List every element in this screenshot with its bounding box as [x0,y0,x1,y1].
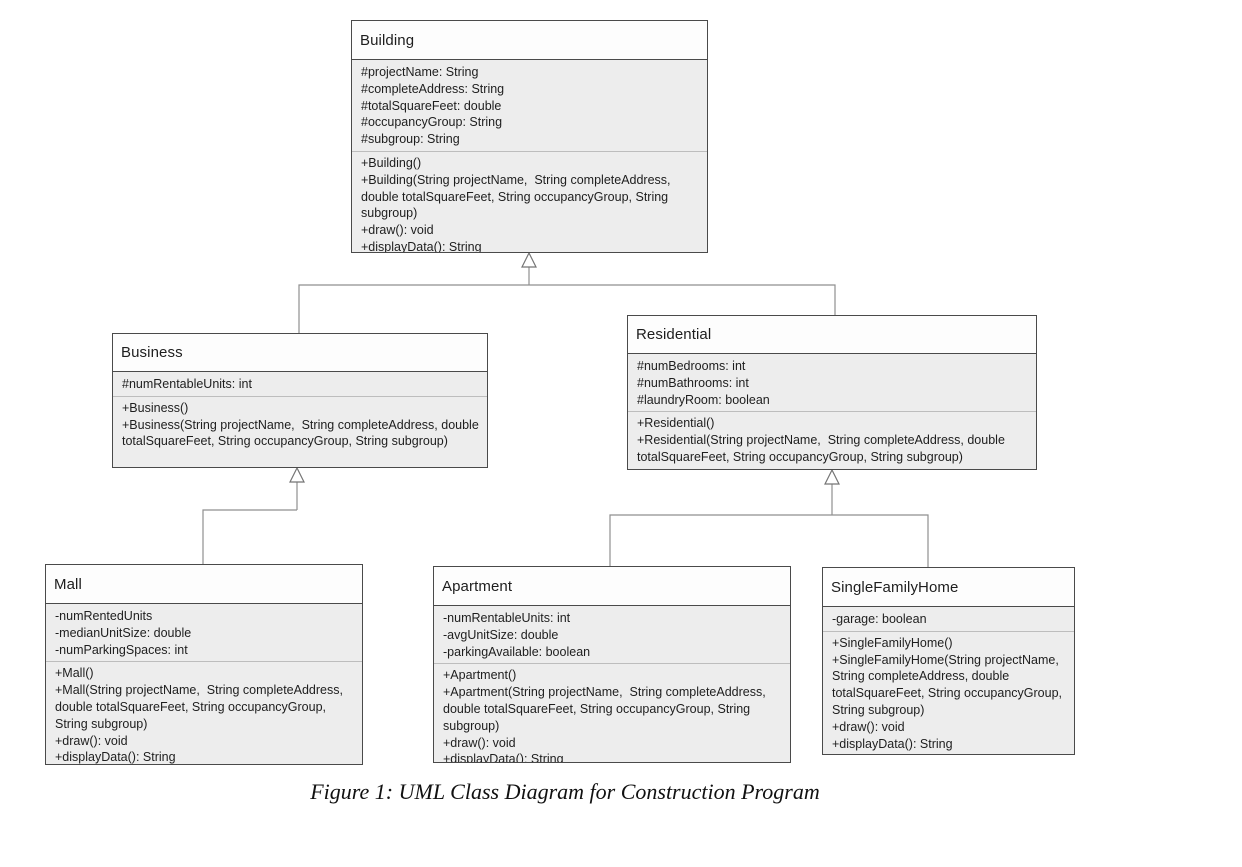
uml-methods: +Residential() +Residential(String projec… [628,412,1036,469]
uml-member: +Business() [122,400,189,415]
uml-attributes: -garage: boolean [823,607,1074,632]
uml-member: -numRentedUnits [55,609,153,623]
uml-member: #projectName: String [361,65,479,79]
uml-member: +displayData(): String [443,752,564,763]
hollow-triangle-icon [824,468,840,485]
uml-member: +Residential() [637,416,715,431]
uml-member: #completeAddress: String [361,81,505,96]
uml-member: +Apartment(String projectName, String co… [443,685,770,733]
uml-attributes: #numBedrooms: int #numBathrooms: int #laun… [628,354,1036,413]
uml-member: -numParkingSpaces: int [55,642,188,657]
uml-attributes: #numRentableUnits: int [113,372,487,397]
uml-class-building: Building #projectName: String #completeAd… [351,20,708,253]
hollow-triangle-icon [521,251,537,268]
uml-methods: +Building() +Building(String projectName,… [352,151,707,253]
uml-member: #subgroup: String [361,132,460,147]
uml-class-title: Building [352,21,707,60]
uml-member: +draw(): void [832,719,905,734]
uml-member: #numBathrooms: int [637,375,749,390]
uml-member: +Mall(String projectName, String complet… [55,683,347,731]
uml-member: +Apartment() [443,668,517,683]
uml-member: -parkingAvailable: boolean [443,644,591,659]
inheritance-arrow-building [298,251,836,333]
uml-member: +draw(): void [361,223,434,238]
hollow-triangle-icon [289,466,305,483]
uml-class-apartment: Apartment -numRentableUnits: int -avgUnit… [433,566,791,763]
uml-member: #occupancyGroup: String [361,115,503,130]
uml-member: #laundryRoom: boolean [637,392,770,407]
uml-member: -avgUnitSize: double [443,627,559,642]
uml-member: +displayData(): String [361,239,482,253]
uml-member: +Mall() [55,666,94,681]
uml-member: -medianUnitSize: double [55,625,192,640]
uml-methods: +SingleFamilyHome() +SingleFamilyHome(Str… [823,631,1074,754]
inheritance-arrow-residential [609,468,929,567]
uml-class-singlefamilyhome: SingleFamilyHome -garage: boolean +Singl… [822,567,1075,755]
uml-member: +SingleFamilyHome() [832,635,953,650]
uml-member: +Building() [361,155,422,170]
uml-member: #numBedrooms: int [637,359,746,373]
uml-member: +Residential(String projectName, String … [637,433,1009,464]
uml-member: +displayData(): String [832,736,953,751]
uml-member: +draw(): void [443,735,516,750]
uml-class-title: Business [113,334,487,372]
uml-member: +SingleFamilyHome(String projectName, St… [832,652,1066,717]
figure-caption: Figure 1: UML Class Diagram for Construc… [310,779,820,804]
uml-attributes: #projectName: String #completeAddress: St… [352,60,707,152]
uml-member: +draw(): void [55,733,128,748]
uml-member: -numRentableUnits: int [443,611,571,625]
uml-attributes: -numRentedUnits -medianUnitSize: double -n… [46,604,362,663]
uml-class-title: Mall [46,565,362,604]
uml-member: #numRentableUnits: int [122,377,252,391]
uml-attributes: -numRentableUnits: int -avgUnitSize: doub… [434,606,790,665]
uml-class-business: Business #numRentableUnits: int +Busines… [112,333,488,468]
uml-class-title: Apartment [434,567,790,606]
uml-methods: +Mall() +Mall(String projectName, String … [46,662,362,765]
uml-class-title: SingleFamilyHome [823,568,1074,607]
inheritance-arrow-business [202,466,305,564]
uml-class-residential: Residential #numBedrooms: int #numBathroo… [627,315,1037,470]
uml-methods: +Apartment() +Apartment(String projectNam… [434,664,790,763]
uml-member: +Building(String projectName, String com… [361,172,675,221]
uml-class-title: Residential [628,316,1036,354]
uml-member: +Business(String projectName, String com… [122,417,483,449]
uml-methods: +Business() +Business(String projectName,… [113,396,487,467]
uml-member: +displayData(): String [55,750,176,765]
uml-member: -garage: boolean [832,612,927,626]
uml-class-mall: Mall -numRentedUnits -medianUnitSize: dou… [45,564,363,765]
uml-member: #totalSquareFeet: double [361,98,502,113]
